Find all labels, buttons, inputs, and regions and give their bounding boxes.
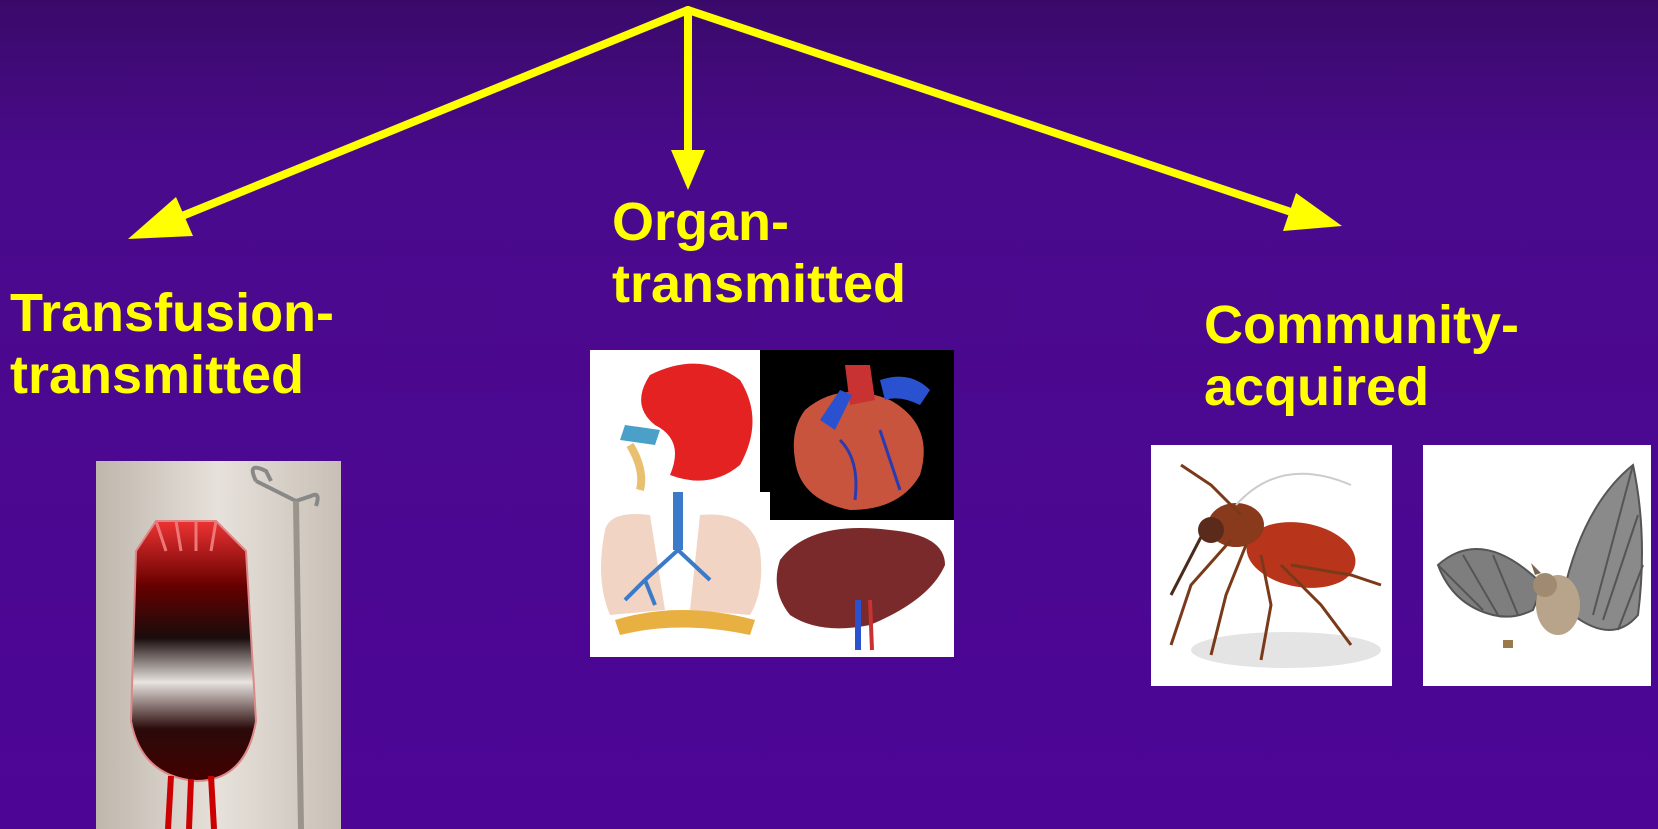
label-transfusion-transmitted: Transfusion- transmitted: [10, 282, 334, 406]
label-community-line2: acquired: [1204, 356, 1519, 418]
label-transfusion-line1: Transfusion-: [10, 282, 334, 344]
arrow-shaft-right: [688, 10, 1300, 215]
label-organ-line1: Organ-: [612, 191, 906, 253]
mosquito-image: [1151, 445, 1392, 686]
label-organ-line2: transmitted: [612, 253, 906, 315]
organs-collage-image: [590, 350, 954, 657]
arrow-shaft-left: [160, 10, 688, 225]
blood-transfusion-image: [96, 461, 341, 829]
arrowhead-center: [671, 150, 705, 190]
label-community-acquired: Community- acquired: [1204, 294, 1519, 418]
label-transfusion-line2: transmitted: [10, 344, 334, 406]
arrowhead-right: [1283, 193, 1342, 231]
label-community-line1: Community-: [1204, 294, 1519, 356]
bat-image: [1423, 445, 1651, 686]
arrowhead-left: [128, 197, 193, 239]
label-organ-transmitted: Organ- transmitted: [612, 191, 906, 315]
